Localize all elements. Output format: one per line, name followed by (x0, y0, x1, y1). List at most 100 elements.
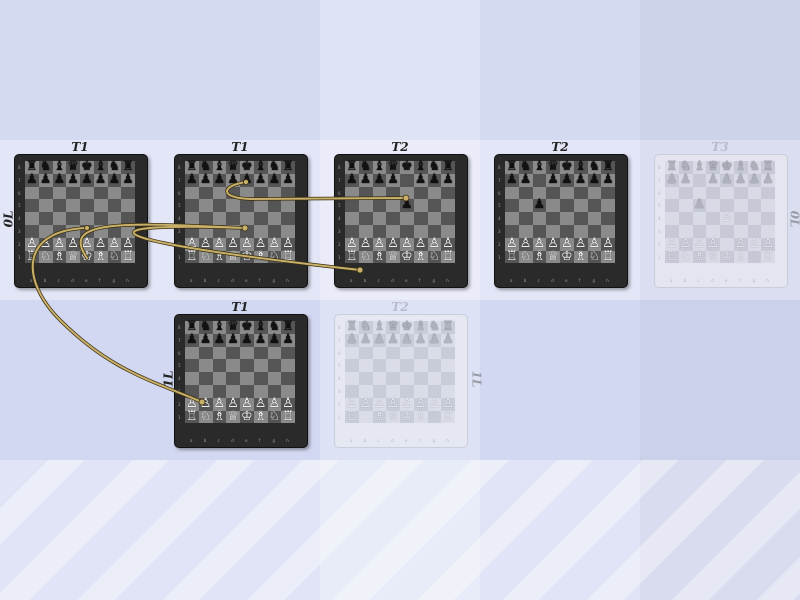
white-king-piece[interactable]: ♔ (401, 408, 413, 424)
board-square[interactable] (441, 397, 455, 411)
black-knight-piece[interactable]: ♞ (428, 319, 441, 334)
black-queen-piece[interactable]: ♛ (387, 319, 399, 334)
board-square[interactable] (66, 199, 80, 213)
board-square[interactable] (678, 250, 693, 264)
board-square[interactable] (720, 237, 734, 251)
board-square[interactable] (692, 161, 707, 174)
black-rook-piece[interactable]: ♜ (282, 159, 294, 174)
board-square[interactable] (441, 237, 455, 251)
board-square[interactable] (226, 199, 240, 213)
board-square[interactable] (226, 321, 240, 334)
board-square[interactable] (345, 397, 359, 411)
board-square[interactable] (587, 199, 602, 213)
board-square[interactable] (372, 372, 387, 385)
board-square[interactable] (267, 397, 282, 411)
black-king-piece[interactable]: ♚ (241, 319, 253, 334)
board-square[interactable] (400, 199, 414, 213)
board-square[interactable] (665, 250, 679, 264)
board-square[interactable] (518, 237, 533, 251)
board-square[interactable] (345, 359, 359, 373)
board-square[interactable] (345, 212, 359, 225)
board-square[interactable] (107, 212, 122, 225)
board-square[interactable] (121, 199, 135, 213)
board-square[interactable] (226, 397, 240, 411)
white-pawn-piece[interactable]: ♙ (387, 235, 399, 251)
board-square[interactable] (372, 397, 387, 411)
board-square[interactable] (733, 225, 748, 238)
board-square[interactable] (733, 173, 748, 187)
board-square[interactable] (253, 410, 268, 424)
board-square[interactable] (427, 225, 442, 238)
white-queen-piece[interactable]: ♕ (227, 248, 239, 264)
board-square[interactable] (25, 161, 39, 174)
board-square[interactable] (587, 250, 602, 264)
board-square[interactable] (427, 385, 442, 398)
board-square[interactable] (240, 346, 254, 360)
board-square[interactable] (518, 161, 533, 174)
board-square[interactable] (121, 161, 135, 174)
board-square[interactable] (226, 359, 240, 373)
black-queen-piece[interactable]: ♛ (707, 159, 719, 174)
board-square[interactable] (107, 199, 122, 213)
white-pawn-piece[interactable]: ♙ (442, 235, 454, 251)
board-square[interactable] (678, 173, 693, 187)
board-square[interactable] (240, 161, 254, 174)
board-square[interactable] (253, 212, 268, 225)
black-pawn-piece[interactable]: ♟ (213, 331, 226, 347)
black-pawn-piece[interactable]: ♟ (268, 171, 281, 187)
board-square[interactable] (281, 186, 295, 200)
board-square[interactable] (400, 372, 414, 385)
board-square[interactable] (185, 161, 199, 174)
board-square[interactable] (38, 212, 53, 225)
board-square[interactable] (212, 333, 227, 347)
black-pawn-piece[interactable]: ♟ (414, 171, 427, 187)
board-square[interactable] (706, 199, 720, 213)
black-bishop-piece[interactable]: ♝ (414, 319, 427, 334)
black-pawn-piece[interactable]: ♟ (282, 331, 294, 347)
black-knight-piece[interactable]: ♞ (359, 319, 372, 334)
board-square[interactable] (665, 225, 679, 238)
white-pawn-piece[interactable]: ♙ (506, 235, 518, 251)
board-square[interactable] (253, 385, 268, 398)
board-square[interactable] (573, 237, 588, 251)
board-square[interactable] (518, 199, 533, 213)
board-square[interactable] (240, 321, 254, 334)
board-square[interactable] (212, 372, 227, 385)
board-square[interactable] (692, 186, 707, 200)
black-pawn-piece[interactable]: ♟ (574, 171, 587, 187)
board-square[interactable] (400, 346, 414, 360)
black-knight-piece[interactable]: ♞ (428, 159, 441, 174)
board-square[interactable] (587, 225, 602, 238)
board-square[interactable] (121, 186, 135, 200)
board-square[interactable] (80, 212, 94, 225)
board-square[interactable] (240, 199, 254, 213)
board-square[interactable] (281, 346, 295, 360)
board-square[interactable] (212, 212, 227, 225)
board-square[interactable] (80, 186, 94, 200)
white-pawn-piece[interactable]: ♙ (268, 395, 281, 411)
black-knight-piece[interactable]: ♞ (199, 159, 212, 174)
board-square[interactable] (267, 212, 282, 225)
board-square[interactable] (358, 199, 373, 213)
black-rook-piece[interactable]: ♜ (602, 159, 614, 174)
board-square[interactable] (560, 237, 574, 251)
board-square[interactable] (386, 250, 400, 264)
black-pawn-piece[interactable]: ♟ (254, 331, 267, 347)
board-square[interactable] (733, 199, 748, 213)
board-square[interactable] (80, 173, 94, 187)
board-square[interactable] (240, 372, 254, 385)
board-square[interactable] (400, 397, 414, 411)
board-square[interactable] (66, 173, 80, 187)
board-square[interactable] (692, 199, 707, 213)
board-square[interactable] (505, 237, 519, 251)
board-square[interactable] (185, 359, 199, 373)
board-square[interactable] (358, 385, 373, 398)
board-square[interactable] (665, 199, 679, 213)
board-square[interactable] (386, 397, 400, 411)
black-pawn-piece[interactable]: ♟ (359, 331, 372, 347)
white-rook-piece[interactable]: ♖ (442, 408, 454, 424)
board-square[interactable] (358, 212, 373, 225)
white-rook-piece[interactable]: ♖ (282, 408, 294, 424)
board-square[interactable] (93, 173, 108, 187)
black-king-piece[interactable]: ♚ (81, 159, 93, 174)
